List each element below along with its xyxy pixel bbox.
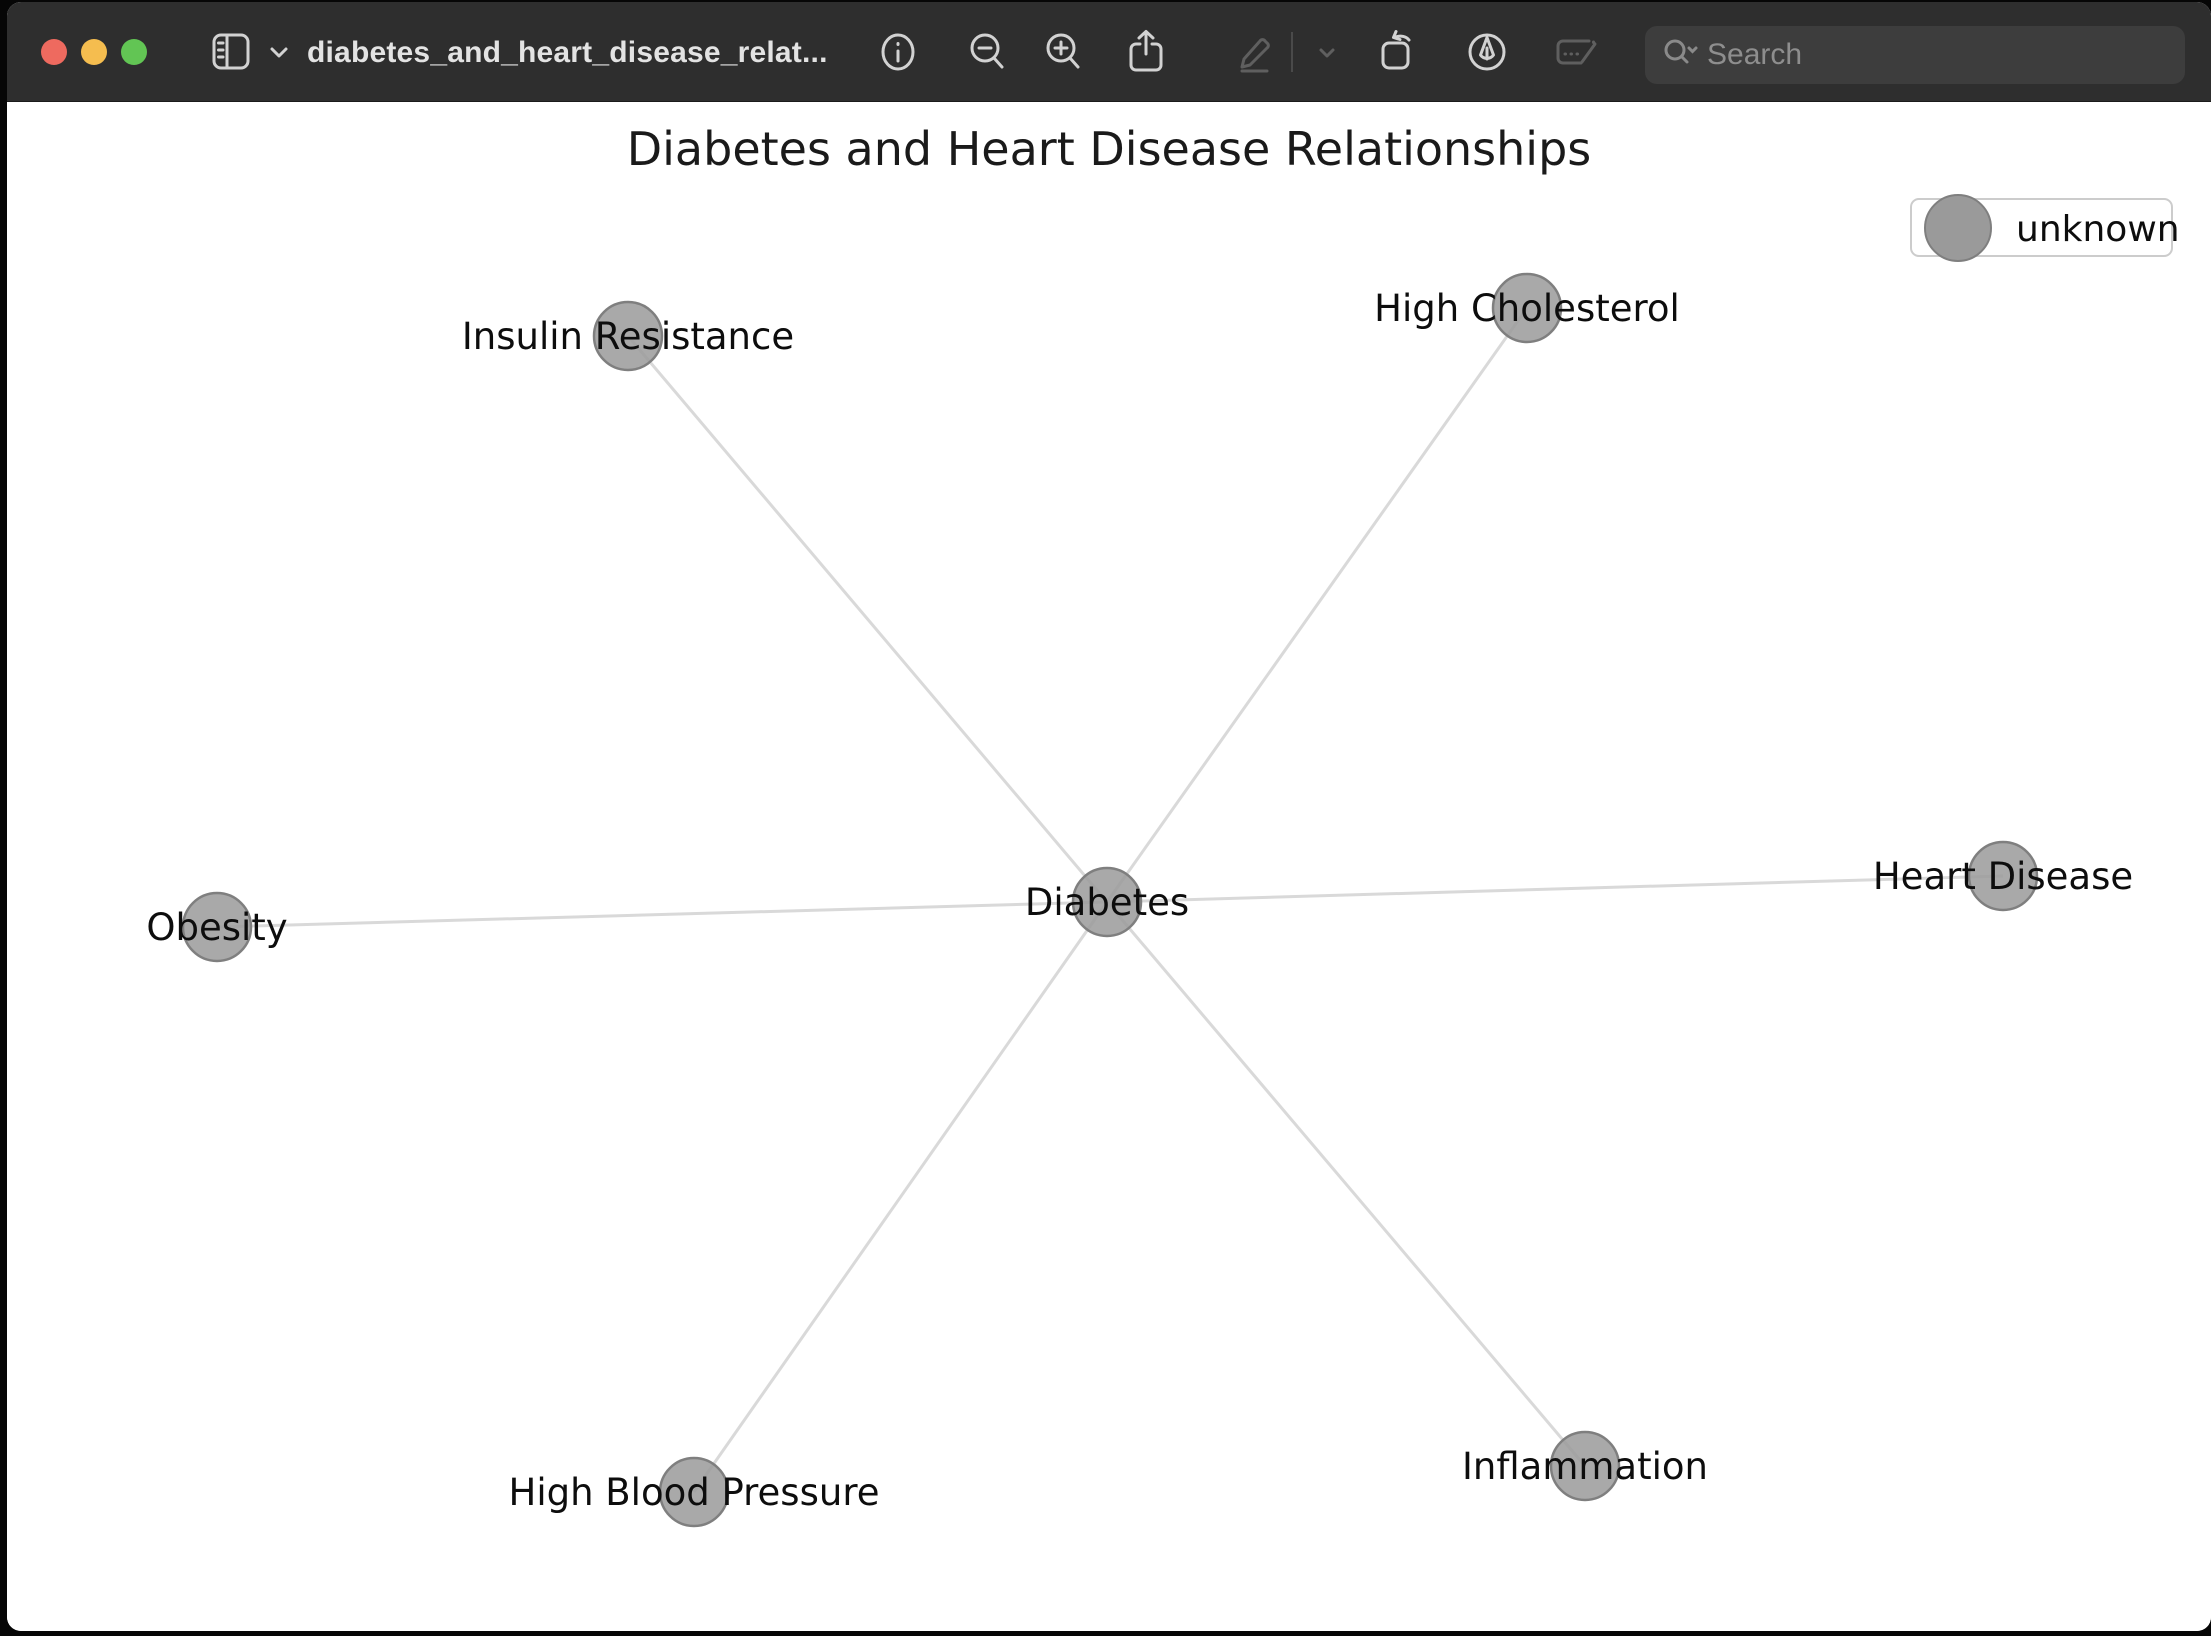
share-icon[interactable] [1118,24,1174,80]
rotate-left-icon[interactable] [1369,24,1425,80]
search-icon [1664,39,1698,64]
window-title: diabetes_and_heart_disease_relat... [307,36,828,69]
graph-edge [1106,874,2004,904]
graph-edge [692,901,1109,1493]
legend: unknown [1910,194,2180,262]
graph-node [658,1456,730,1528]
markup-pencil-icon [1227,24,1283,80]
search-field[interactable] [1645,26,2185,84]
graph-node [181,891,253,963]
graph-node [1491,272,1563,344]
legend-label: unknown [2016,209,2180,250]
pen-nib-circle-icon[interactable] [1459,24,1515,80]
graph-edge [1105,901,1587,1467]
zoom-in-icon[interactable] [1035,24,1091,80]
search-input[interactable] [1707,38,2171,72]
form-fill-icon [1549,24,1605,80]
graph-edge [626,335,1109,903]
zoom-out-icon[interactable] [959,24,1015,80]
close-button[interactable] [41,39,67,65]
graph-node-label: Inflammation [1462,1445,1708,1488]
graph-node [592,300,664,372]
graph-node [1967,840,2039,912]
graph-edge [216,900,1108,929]
chevron-down-icon[interactable] [251,24,307,80]
document-canvas: Diabetes and Heart Disease Relationships… [7,102,2211,1631]
graph-node [1549,1430,1621,1502]
graph-node-label: Insulin Resistance [462,315,794,358]
graph-node [1071,866,1143,938]
title-bar: diabetes_and_heart_disease_relat... [7,2,2211,102]
graph-node-label: Obesity [146,906,287,949]
toolbar-separator [1291,32,1293,72]
legend-node-swatch [1924,194,1992,262]
info-icon[interactable] [870,24,926,80]
graph-svg: Diabetes Insulin Resistance High Cholester… [146,272,2133,1528]
graph-node-label: Heart Disease [1873,855,2133,898]
zoom-window-button[interactable] [121,39,147,65]
minimize-button[interactable] [81,39,107,65]
graph-node-label: High Cholesterol [1374,287,1680,330]
sidebar-icon[interactable] [203,24,259,80]
preview-window: diabetes_and_heart_disease_relat... [7,2,2211,1631]
graph-node-label: Diabetes [1025,881,1189,924]
graph-edge [1105,307,1529,903]
graph-node-label: High Blood Pressure [509,1471,880,1514]
graph-title: Diabetes and Heart Disease Relationships [626,122,1592,176]
chevron-down-icon [1299,24,1355,80]
